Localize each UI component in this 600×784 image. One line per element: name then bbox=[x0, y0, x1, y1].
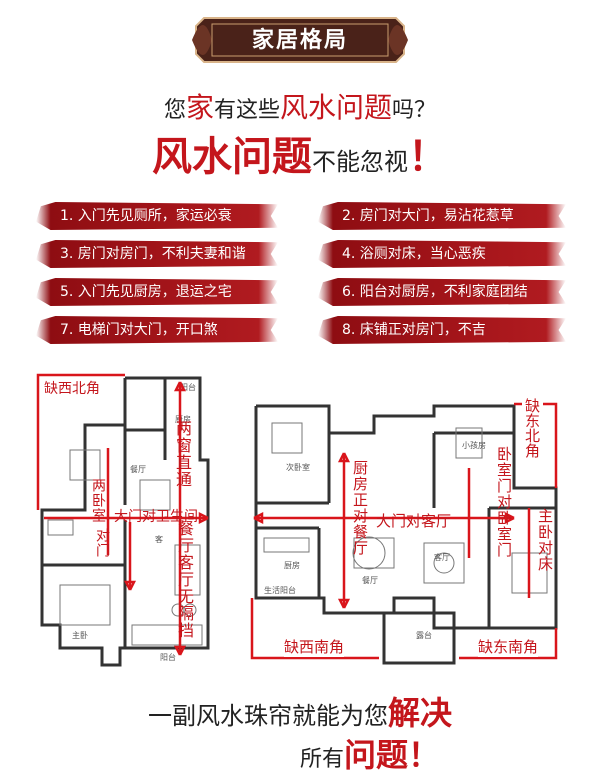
room-label-balcony-top: 阳台 bbox=[180, 382, 196, 392]
question-highlight-fengshui: 风水问题 bbox=[280, 91, 393, 124]
tag-missing-southeast: 缺东南角 bbox=[478, 636, 539, 657]
problem-item-2: 2. 房门对大门，易沾花惹草 bbox=[318, 202, 566, 230]
room-label-dining-right: 餐厅 bbox=[362, 576, 378, 585]
problem-item-3: 3. 房门对房门，不利夫妻和谐 bbox=[36, 240, 278, 268]
annotation-two-windows: 两窗直通 bbox=[173, 420, 192, 488]
problem-item-4: 4. 浴厕对床，当心恶疾 bbox=[318, 240, 566, 268]
warning-highlight: 风水问题 bbox=[152, 133, 312, 180]
slogan-line-1: 一副风水珠帘就能为您解决 bbox=[0, 688, 600, 734]
room-label-second-bedroom: 次卧室 bbox=[286, 462, 310, 472]
room-label-living-right: 客厅 bbox=[434, 552, 450, 562]
slogan-line-1-text: 一副风水珠帘就能为您 bbox=[147, 702, 388, 730]
room-label-kitchen-right: 厨房 bbox=[284, 560, 300, 570]
room-label-kitchen: 厨房 bbox=[175, 414, 191, 424]
tag-missing-southwest: 缺西南角 bbox=[284, 636, 345, 657]
annotation-dining-living: 餐厅客厅无隔挡 bbox=[175, 520, 194, 639]
room-label-living: 客 bbox=[155, 534, 163, 544]
annotation-kitchen-dining: 厨房正对餐厅 bbox=[351, 460, 369, 556]
question-pre: 您 bbox=[163, 98, 186, 123]
room-label-utility-balcony: 生活阳台 bbox=[264, 585, 296, 595]
warning-text: 不能忽视 bbox=[312, 148, 408, 176]
question-mid: 有这些 bbox=[213, 98, 280, 123]
annotation-door-to-living: 大门对客厅 bbox=[376, 512, 452, 530]
annotation-bedroom-doors: 卧室门对卧室门 bbox=[495, 446, 513, 558]
problem-item-8: 8. 床铺正对房门，不吉 bbox=[318, 316, 566, 344]
slogan-line-1-highlight: 解决 bbox=[387, 694, 452, 732]
slogan-line-2-highlight: 问题 bbox=[344, 736, 409, 774]
problem-item-7: 7. 电梯门对大门，开口煞 bbox=[36, 316, 278, 344]
slogan-line-2: 所有问题！ bbox=[300, 730, 560, 776]
warning-mark: ！ bbox=[408, 133, 448, 180]
annotation-door-to-toilet: 大门对卫生间 bbox=[114, 509, 198, 525]
room-label-kids-room: 小孩房 bbox=[462, 440, 486, 450]
problem-item-6: 6. 阳台对厨房，不利家庭团结 bbox=[318, 278, 566, 306]
problem-item-1: 1. 入门先见厕所，家运必衰 bbox=[36, 202, 278, 230]
room-label-dining: 餐厅 bbox=[130, 465, 146, 474]
floor-plan-left: 厨房 阳台 餐厅 客 主卧 阳台 bbox=[36, 373, 210, 667]
title-plaque bbox=[192, 17, 408, 63]
annotation-facing-door: 对门 bbox=[94, 528, 110, 558]
question-post: 吗？ bbox=[392, 98, 437, 123]
tag-missing-northwest: 缺西北角 bbox=[44, 378, 100, 398]
question-highlight-home: 家 bbox=[185, 91, 214, 124]
page-title: 家居格局 bbox=[251, 28, 348, 53]
room-label-balcony-bottom: 阳台 bbox=[160, 652, 176, 662]
question-line: 您家有这些风水问题吗？ bbox=[0, 86, 600, 126]
slogan-line-2-mark: ！ bbox=[408, 736, 441, 774]
slogan-line-2-text: 所有 bbox=[300, 747, 345, 772]
room-label-terrace: 露台 bbox=[416, 630, 432, 640]
annotation-two-bedrooms: 两卧室 bbox=[90, 478, 106, 523]
annotation-master-bed: 主卧对床 bbox=[536, 508, 554, 572]
tag-missing-northeast: 缺东北角 bbox=[522, 398, 543, 458]
warning-line: 风水问题不能忽视！ bbox=[0, 124, 600, 182]
room-label-master: 主卧 bbox=[72, 630, 88, 640]
problem-item-5: 5. 入门先见厨房，退运之宅 bbox=[36, 278, 278, 306]
